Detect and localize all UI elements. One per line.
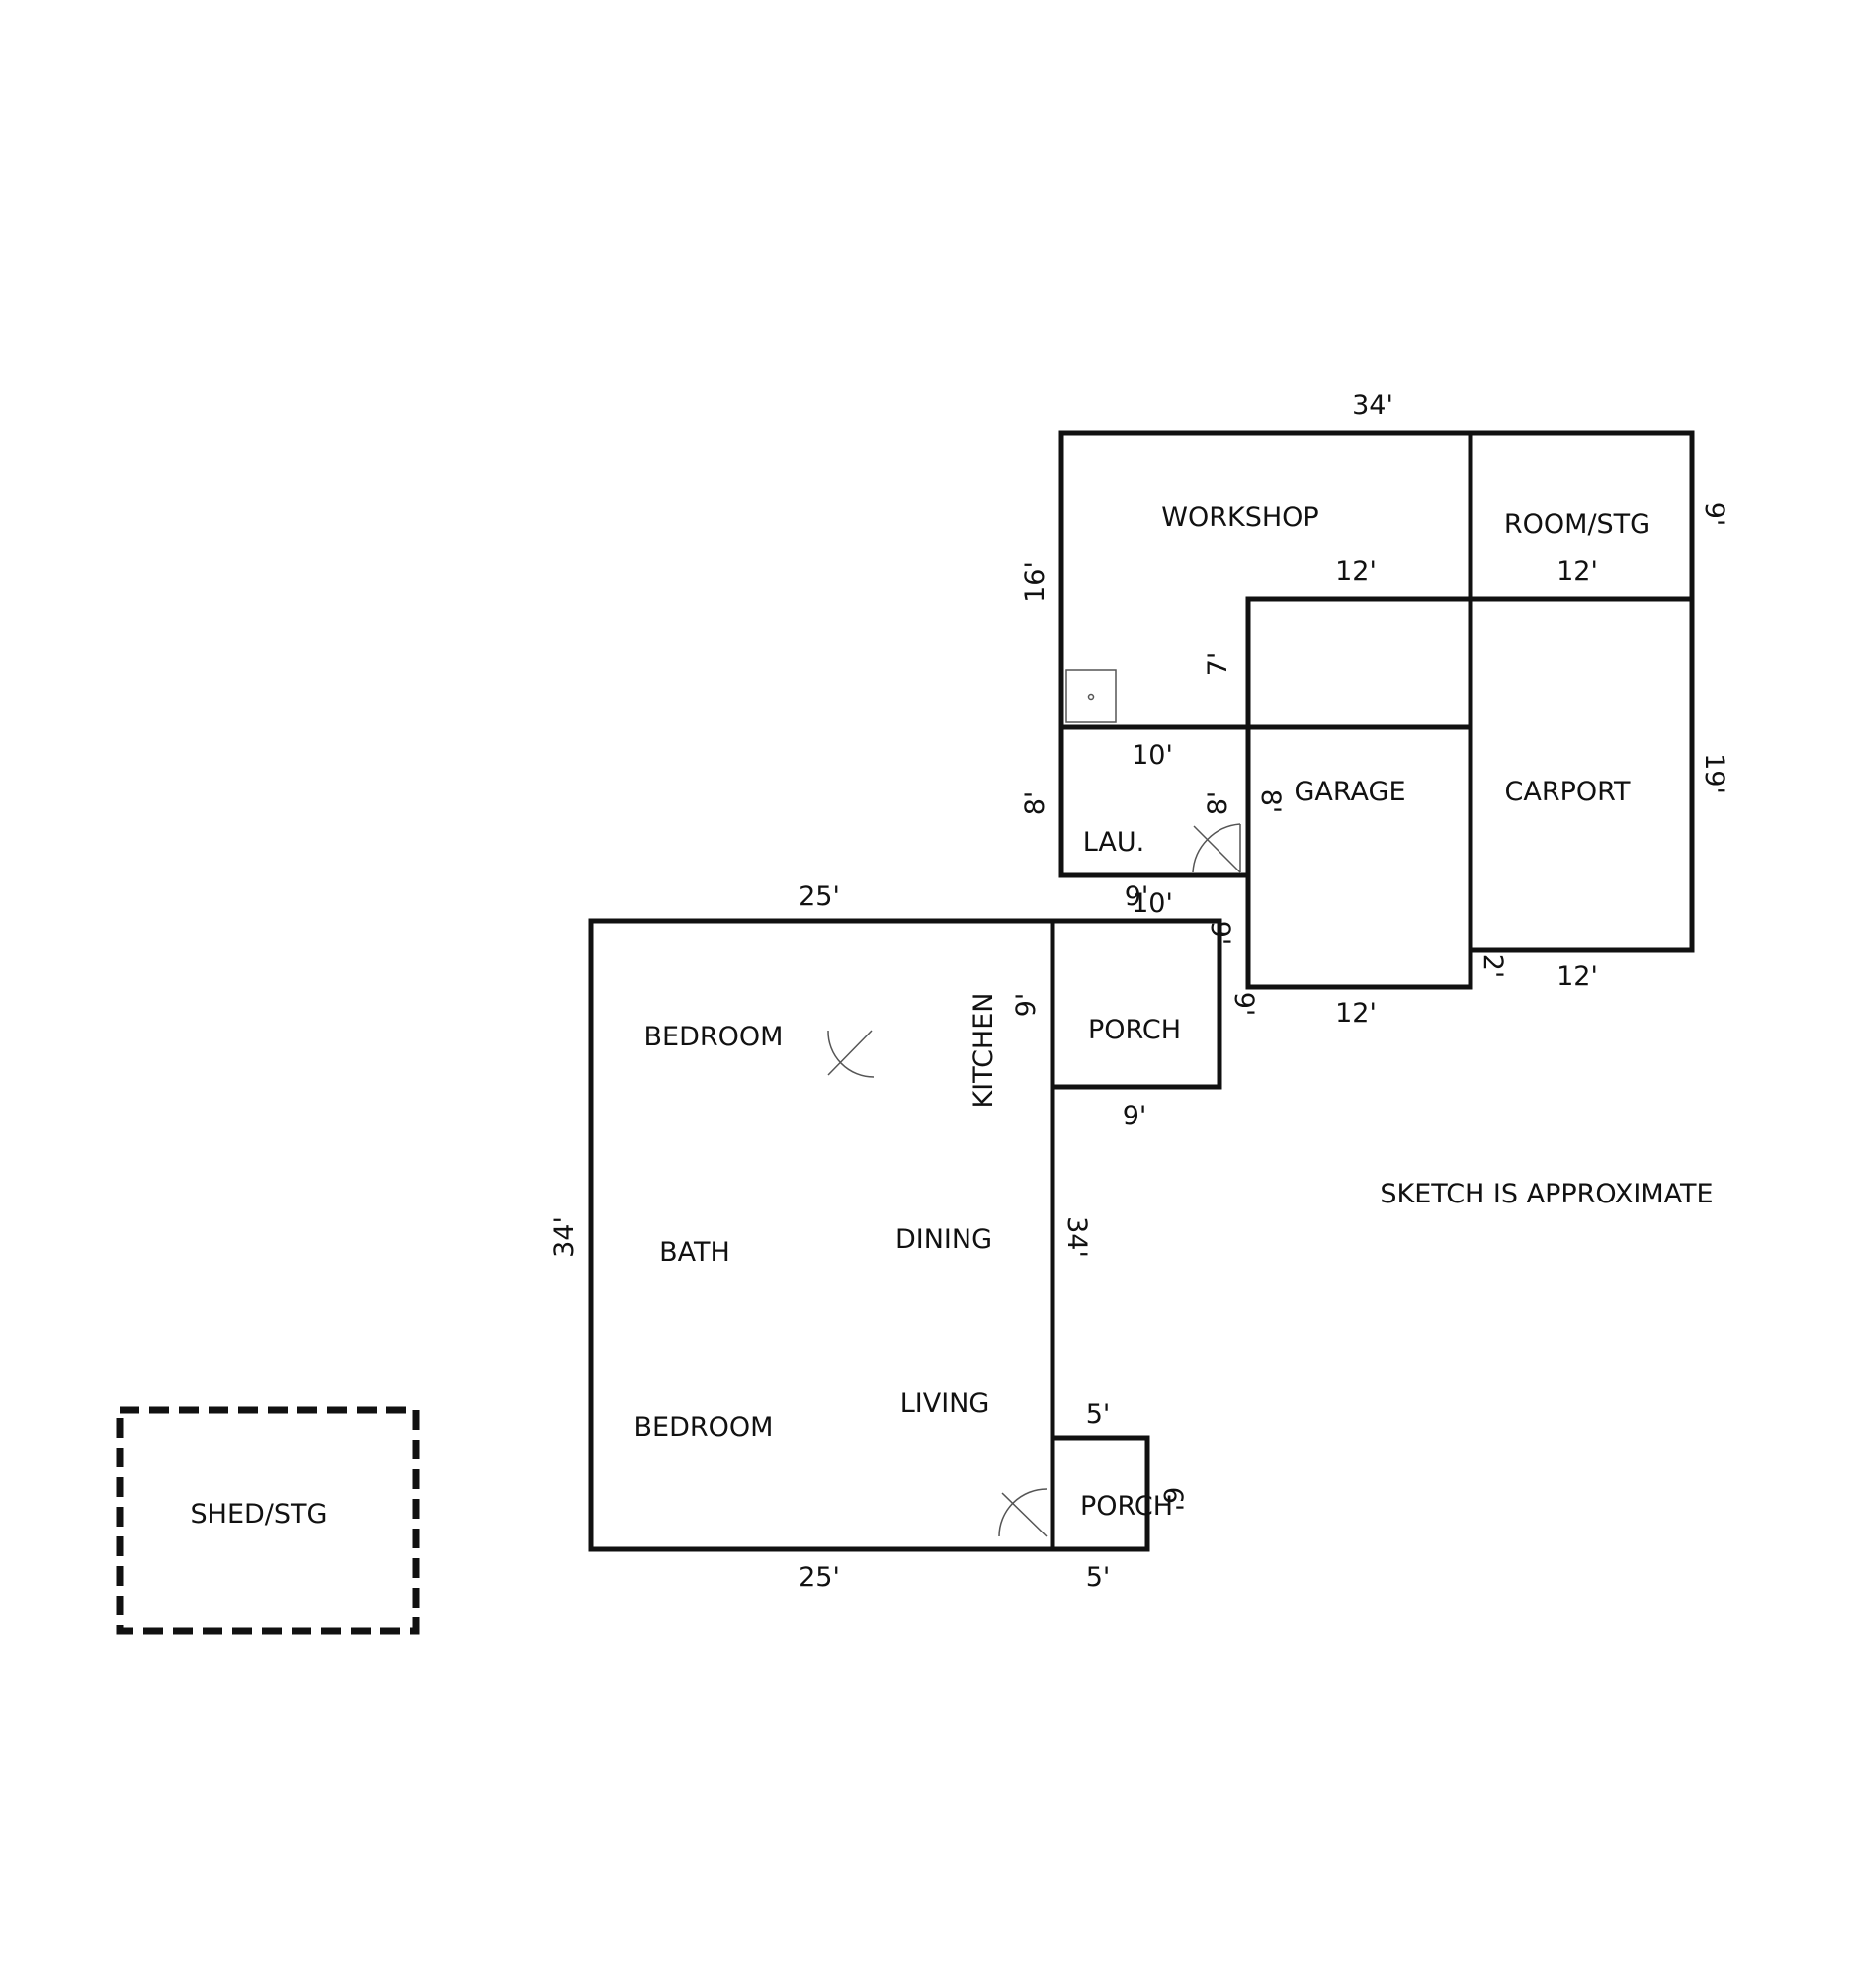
dim-porch-lower-top: 5' bbox=[1086, 1399, 1111, 1430]
porch-lower-wall bbox=[1050, 1435, 1150, 1552]
garage-label: GARAGE bbox=[1294, 777, 1405, 807]
bedroom-upper-label: BEDROOM bbox=[644, 1022, 784, 1052]
dim-workshop-inner: 7' bbox=[1203, 652, 1233, 677]
dim-garage-left-upper: 8' bbox=[1255, 789, 1286, 814]
dim-carport-step: 2' bbox=[1477, 954, 1508, 979]
bedroom-door-swing bbox=[827, 1030, 875, 1078]
dim-house-left: 34' bbox=[549, 1216, 580, 1258]
dim-garage-bottom: 12' bbox=[1335, 998, 1377, 1029]
workshop-label: WORKSHOP bbox=[1161, 502, 1318, 533]
dim-porch-upper-bottom: 9' bbox=[1123, 1101, 1147, 1131]
laundry-label: LAU. bbox=[1083, 827, 1144, 858]
living-label: LIVING bbox=[900, 1388, 990, 1419]
dim-house-bottom: 25' bbox=[799, 1562, 840, 1593]
workshop-wall bbox=[1058, 430, 1473, 730]
bedroom-lower-label: BEDROOM bbox=[634, 1412, 774, 1443]
dim-porch-lower-bottom: 5' bbox=[1086, 1562, 1111, 1593]
laundry-door-leaf bbox=[1193, 825, 1241, 873]
kitchen-label: KITCHEN bbox=[968, 993, 999, 1109]
porch-lower-label: PORCH bbox=[1080, 1491, 1173, 1522]
dim-laundry-top: 10' bbox=[1132, 740, 1173, 771]
dim-porch-upper-left: 9' bbox=[1011, 993, 1042, 1018]
dim-carport-bottom: 12' bbox=[1556, 961, 1598, 992]
dim-porch-upper-right: 9' bbox=[1205, 921, 1235, 946]
laundry-wall bbox=[1058, 724, 1251, 878]
dining-label: DINING bbox=[895, 1224, 992, 1255]
dim-garage-left-lower: 9' bbox=[1228, 992, 1259, 1017]
dim-garage-top: 12' bbox=[1335, 556, 1377, 587]
dim-house-right: 34' bbox=[1061, 1216, 1092, 1258]
dim-laundry-right: 8' bbox=[1203, 791, 1233, 816]
dimension-labels: 34' 16' 7' 9' 12' 12' 19' 12' 2' 12' 8' … bbox=[549, 390, 1729, 1593]
room-labels: WORKSHOP ROOM/STG GARAGE CARPORT LAU. PO… bbox=[191, 502, 1714, 1530]
dim-porch-lower-right: 6' bbox=[1157, 1487, 1188, 1512]
room-stg-label: ROOM/STG bbox=[1504, 509, 1650, 539]
sink-fixture bbox=[1065, 669, 1117, 723]
dim-laundry-bottom: 10' bbox=[1132, 888, 1173, 919]
shed-label: SHED/STG bbox=[191, 1499, 328, 1530]
sink-drain bbox=[1087, 693, 1095, 701]
dim-carport-right: 19' bbox=[1699, 753, 1729, 794]
house-walls bbox=[588, 918, 1222, 1552]
house-wall bbox=[588, 918, 1055, 1552]
shed-wall bbox=[116, 1406, 420, 1635]
entry-door-leaf bbox=[1001, 1492, 1048, 1537]
bath-label: BATH bbox=[659, 1237, 730, 1268]
dim-carport-top: 12' bbox=[1556, 556, 1598, 587]
bedroom-door-leaf bbox=[827, 1030, 873, 1076]
porch-upper-label: PORCH bbox=[1088, 1015, 1181, 1045]
dim-workshop-left: 16' bbox=[1020, 561, 1051, 603]
dim-house-top: 25' bbox=[799, 881, 840, 912]
sketch-note: SKETCH IS APPROXIMATE bbox=[1380, 1179, 1713, 1209]
carport-wall bbox=[1468, 596, 1695, 953]
dim-porch-upper-top: 9' bbox=[1125, 881, 1149, 912]
carport-label: CARPORT bbox=[1505, 777, 1631, 807]
dim-room-stg-right: 9' bbox=[1699, 502, 1729, 527]
dim-laundry-left: 8' bbox=[1020, 791, 1051, 816]
outbuilding-walls bbox=[1058, 430, 1695, 990]
porch-upper-wall bbox=[1050, 918, 1222, 1090]
dim-workshop-top: 34' bbox=[1352, 390, 1393, 421]
